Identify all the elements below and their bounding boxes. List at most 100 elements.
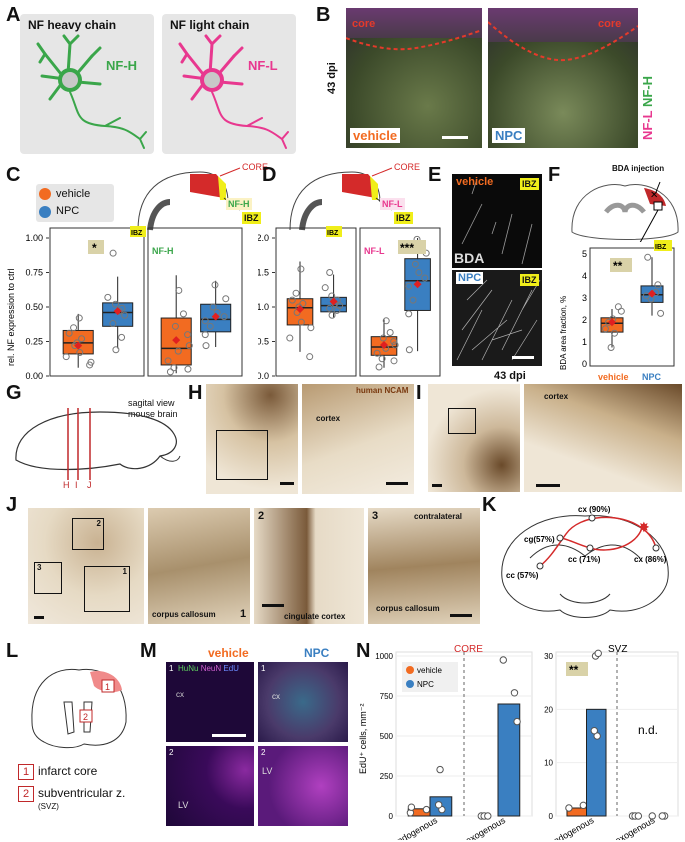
coronal-projection-diagram: ✸ cx (90%) cg(57%) cc (57%) cc (71%) cx … <box>501 505 669 618</box>
panel-label-m: M <box>140 640 157 662</box>
scale-bar-j3 <box>450 614 472 617</box>
c-IBZ-npc-point <box>121 311 129 319</box>
sagittal-brain-diagram: H I J <box>15 408 181 490</box>
m-cx2-label: cx <box>272 692 280 701</box>
scale-bar-h1 <box>280 482 294 485</box>
c-CORE-npc-point <box>220 313 228 321</box>
d-CORE-vehicle-point <box>391 341 399 349</box>
l-legend-box1: 1 <box>18 764 34 780</box>
d-CORE-vehicle-point <box>379 334 387 342</box>
vehicle-label-b: vehicle <box>350 128 401 143</box>
f-npc-mean <box>648 289 656 298</box>
c-CORE-vehicle-point <box>185 342 193 350</box>
panel-label-j: J <box>6 494 18 516</box>
j-box3-label: 3 <box>37 563 42 572</box>
c-CORE-vehicle-point <box>171 322 179 330</box>
n-core-ytick: 500 <box>380 732 394 741</box>
f-ytick: 2 <box>582 315 587 325</box>
bda-injection-label: BDA injection <box>612 164 665 173</box>
c-CORE-vehicle-point <box>170 364 178 372</box>
n-svz-bar-NPC-endogenous <box>586 708 607 817</box>
n-svz-point <box>648 812 656 820</box>
micrograph-e-npc: NPC IBZ <box>452 270 542 366</box>
n-svz-title: SVZ <box>608 644 627 655</box>
d-CORE-npc-point <box>411 260 419 268</box>
n-core-bar-NPC-exogenous <box>497 703 521 817</box>
c-CORE-npc-point <box>201 331 209 339</box>
n-svz-ytick: 30 <box>544 652 553 661</box>
dpi-label-b: 43 dpi <box>326 62 338 94</box>
d-ytick: 1.0 <box>258 302 269 312</box>
d-IBZ-npc-point <box>326 269 334 276</box>
d-CORE-vehicle-point <box>375 363 383 371</box>
f-ylabel: BDA area fraction, % <box>559 296 568 370</box>
d-ibz-tag-text: IBZ <box>327 230 339 237</box>
micrograph-h-overview <box>206 384 298 494</box>
d-ytick: 0.5 <box>258 337 269 347</box>
d-ibz-tag <box>326 226 342 237</box>
d-CORE-npc-point <box>409 296 417 304</box>
d-IBZ-vehicle-point <box>306 353 314 361</box>
l-box1-in-diagram: 1 <box>105 682 110 692</box>
schema-c-marker: NF-H <box>226 198 252 210</box>
c-CORE-npc-point <box>202 342 210 350</box>
scale-bar-e <box>512 356 534 359</box>
d-CORE-vehicle-point <box>390 357 398 365</box>
n-core-point <box>407 803 416 811</box>
micrograph-m-vehicle-cx: 1 HuNu NeuN EdU cx <box>166 662 254 742</box>
c-facet-frame <box>49 227 145 377</box>
f-ytick: 5 <box>582 249 587 259</box>
nf-h-label: NF-H <box>106 58 138 73</box>
n-legend-npc-dot <box>406 680 414 688</box>
d-CORE-vehicle <box>370 317 399 371</box>
n-core-point <box>499 656 507 664</box>
scale-bar-h2 <box>386 482 408 485</box>
d-IBZ-npc-point <box>328 292 336 300</box>
n-svz-ytick: 10 <box>544 759 553 768</box>
i-inset-box <box>448 408 476 434</box>
panel-label-h: H <box>188 382 203 404</box>
h-stain-label: human NCAM <box>356 386 409 395</box>
schema-c-ibz: IBZ <box>242 212 261 224</box>
c-CORE-vehicle <box>160 275 193 376</box>
m-stain-legend: HuNu NeuN EdU <box>178 664 239 673</box>
f-ytick: 1 <box>582 337 587 347</box>
d-IBZ-vehicle <box>286 261 315 361</box>
d-ytick: 0.0 <box>258 371 269 381</box>
micrograph-j-overview: 2 3 1 <box>28 508 144 624</box>
d-IBZ-npc <box>320 269 347 319</box>
n-core-point <box>510 689 519 697</box>
c-ytick: 1.00 <box>25 233 43 243</box>
c-CORE-npc-point <box>211 281 219 289</box>
micrograph-j3: 3 contralateral corpus callosum <box>368 508 480 624</box>
c-IBZ-vehicle-point <box>87 358 95 366</box>
f-npc-point <box>644 253 652 261</box>
micrograph-m-npc-svz: 2 LV <box>258 746 348 826</box>
c-CORE-npc-point <box>209 303 217 311</box>
panel-label-e: E <box>428 164 442 186</box>
d-CORE-npc-point <box>405 310 413 318</box>
k-label-cc57: cc (57%) <box>506 571 539 580</box>
d-CORE-npc-point <box>405 346 413 354</box>
n-legend-npc: NPC <box>417 680 434 689</box>
f-vehicle-mean <box>608 318 616 327</box>
m-n2: 2 <box>169 748 174 757</box>
c-ylabel: rel. NF expression to ctrl <box>6 268 16 366</box>
svg-text:✸: ✸ <box>638 519 650 535</box>
e-ibz-bottom: IBZ <box>520 274 539 286</box>
schema-d-core: CORE <box>394 162 420 172</box>
c-IBZ-npc-point <box>118 304 126 312</box>
c-IBZ-npc <box>102 249 134 354</box>
scale-bar <box>442 136 468 139</box>
n-core-point <box>513 717 521 726</box>
c-ibz-tag-text: IBZ <box>131 230 143 237</box>
brain-schema-d: CORE <box>289 162 420 231</box>
micrograph-j2: 2 cingulate cortex <box>254 508 364 624</box>
e-npc-label: NPC <box>456 272 484 284</box>
c-CORE-npc-mean <box>211 312 220 321</box>
f-frame <box>589 247 675 367</box>
n-legend-vehicle: vehicle <box>417 666 442 675</box>
channel-legend-b: NF-L NF-H <box>640 75 655 140</box>
n-core-point <box>434 801 443 809</box>
d-IBZ-vehicle-point <box>288 296 296 304</box>
